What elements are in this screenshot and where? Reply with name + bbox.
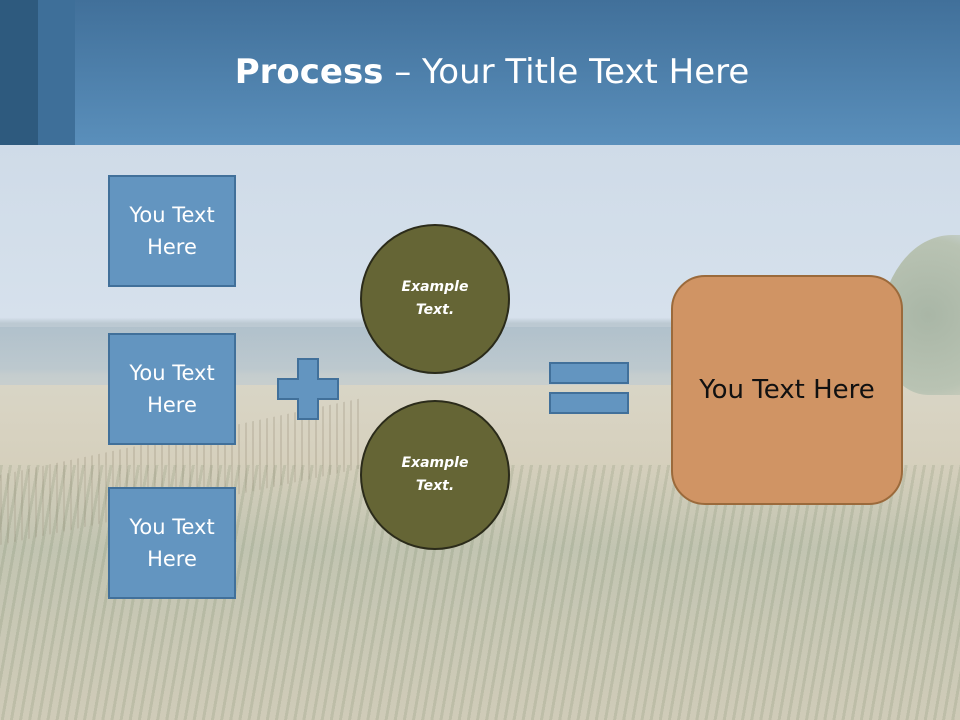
input-box-2[interactable]: You Text Here [108, 333, 236, 445]
header-accent-mid [38, 0, 75, 145]
title-rest: – Your Title Text Here [383, 52, 750, 92]
example-circle-2[interactable]: Example Text. [360, 400, 510, 550]
result-box[interactable]: You Text Here [671, 275, 903, 505]
example-circle-1-label: Example Text. [401, 279, 469, 318]
header-accent-dark [0, 0, 38, 145]
input-box-3[interactable]: You Text Here [108, 487, 236, 599]
example-circle-1[interactable]: Example Text. [360, 224, 510, 374]
input-box-1[interactable]: You Text Here [108, 175, 236, 287]
input-box-1-label: You Text Here [129, 203, 215, 259]
input-box-3-label: You Text Here [129, 515, 215, 571]
title-bar: Process – Your Title Text Here [0, 0, 960, 145]
example-circle-2-label: Example Text. [401, 455, 469, 494]
result-box-label: You Text Here [699, 375, 875, 405]
input-box-2-label: You Text Here [129, 361, 215, 417]
title-bold: Process [234, 52, 384, 92]
equals-icon [549, 362, 629, 414]
slide-title[interactable]: Process – Your Title Text Here [0, 52, 960, 92]
plus-icon [277, 358, 339, 420]
